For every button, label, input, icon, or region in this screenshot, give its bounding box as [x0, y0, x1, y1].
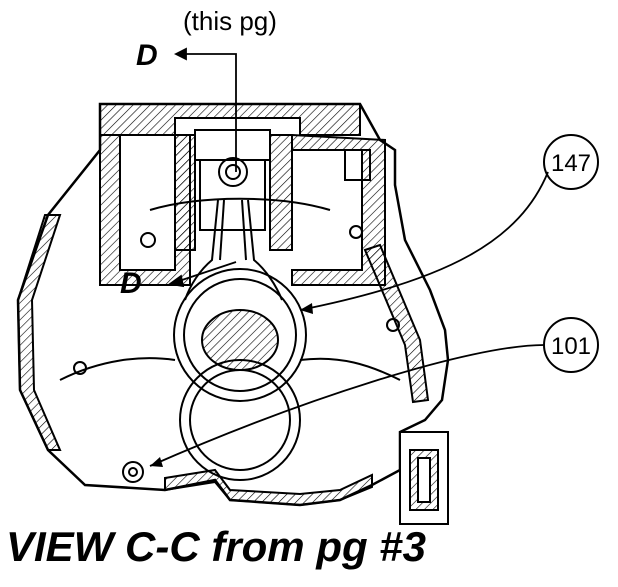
section-note: (this pg)	[183, 6, 277, 36]
drain-fitting	[399, 431, 449, 525]
section-label-top: D	[136, 39, 158, 72]
callout-101: 101	[149, 317, 599, 467]
callout-101-label: 101	[551, 333, 591, 360]
callout-147: 147	[299, 134, 599, 314]
hatched-walls	[16, 103, 430, 507]
section-line-d	[167, 47, 237, 288]
callout-147-label: 147	[551, 150, 591, 177]
view-caption: VIEW C-C from pg #3	[6, 523, 427, 570]
fasteners	[73, 149, 400, 483]
section-label-mid: D	[120, 267, 142, 300]
